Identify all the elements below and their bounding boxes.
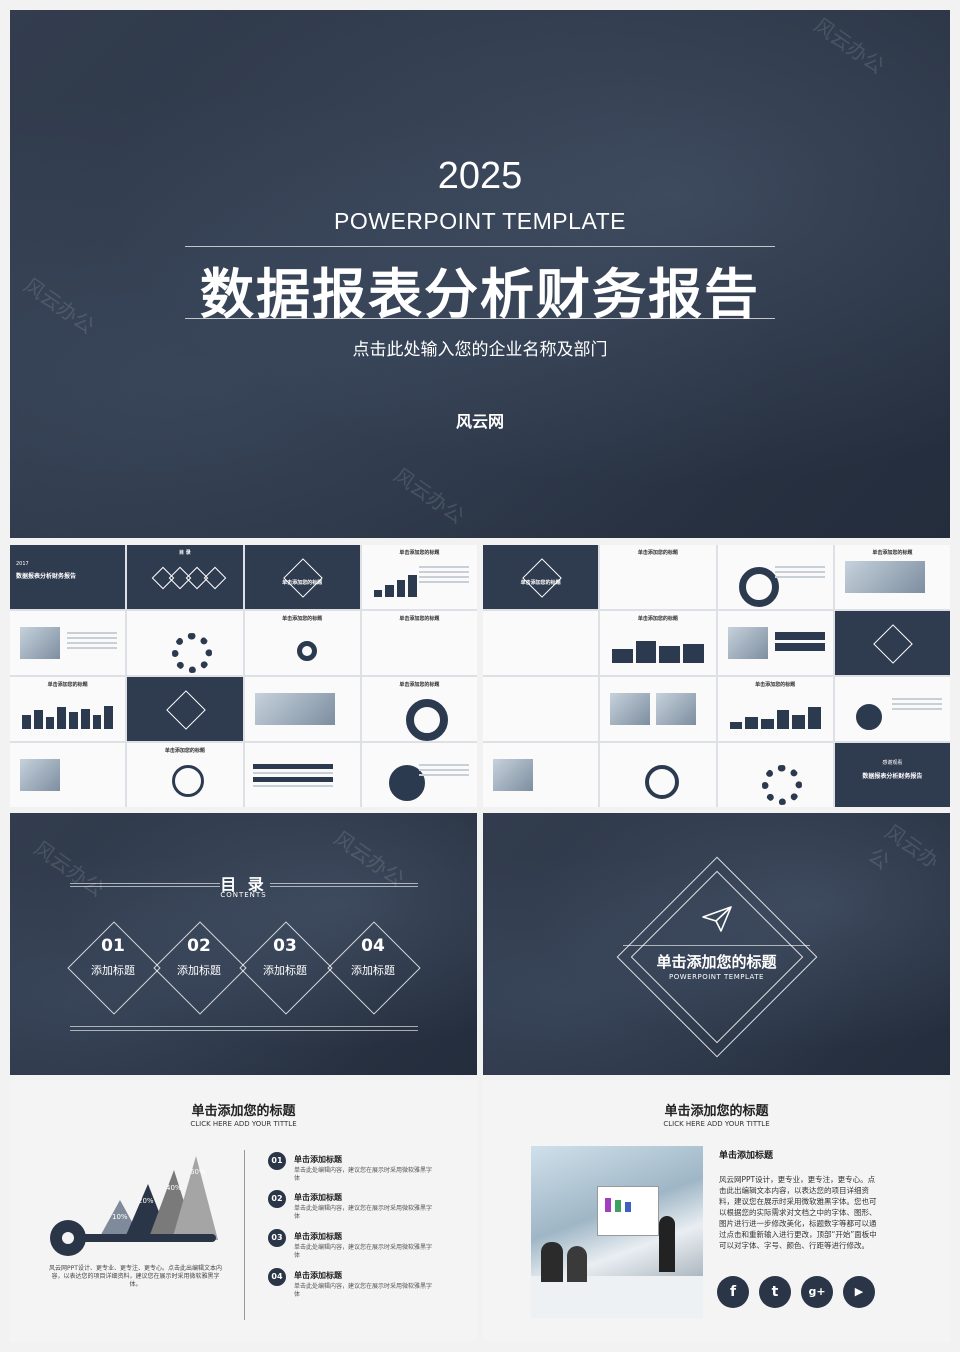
toc-number: 04 — [361, 936, 385, 956]
thumb-bubbles[interactable] — [834, 677, 950, 741]
toc-number: 02 — [187, 936, 211, 956]
thumb-photo[interactable] — [10, 611, 126, 675]
key-peaks-graphic — [50, 1156, 218, 1256]
content-body: 风云网PPT设计，更专业，更专注，更专心。点击此出编辑文本内容，以表达您的项目详… — [719, 1175, 877, 1250]
thumb-cycle[interactable]: 单击添加您的标题 — [127, 743, 243, 807]
thumb-bars-2[interactable]: 单击添加您的标题 — [717, 677, 833, 741]
thumb-cycle-2[interactable] — [717, 545, 833, 609]
thumb-gears[interactable] — [127, 611, 243, 675]
section-slide: 风云办公 单击添加您的标题 POWERPOINT TEMPLATE — [483, 813, 950, 1075]
item-number: 01 — [268, 1152, 286, 1170]
toc-slide: 风云办公 风云办公 目 录 CONTENTS 01 添加标题 02 添加标题 0… — [10, 813, 477, 1075]
content-heading: 单击添加标题 — [719, 1151, 774, 1161]
google-plus-icon[interactable]: g+ — [801, 1276, 833, 1308]
thumb-section[interactable]: 单击添加您的标题 — [244, 545, 360, 609]
thumb-drops[interactable]: 单击添加您的标题 — [361, 611, 477, 675]
item-title: 单击添加标题 — [294, 1271, 342, 1280]
thumb-section[interactable]: 单击添加您的标题 — [483, 545, 599, 609]
section-subtitle: POWERPOINT TEMPLATE — [669, 973, 764, 981]
thumb-arrows[interactable] — [483, 677, 599, 741]
caption: 风云网PPT设计、更专业、更专注、更专心。点击此出编辑文本内容，以表达您的项目详… — [49, 1265, 222, 1288]
thumb-stopwatch[interactable] — [361, 743, 477, 807]
hero-title: 数据报表分析财务报告 — [200, 263, 760, 326]
divider — [185, 318, 775, 319]
item-text: 单击此处编辑内容，建议您在展示时采用微软雅黑字体 — [294, 1283, 433, 1298]
watermark: 风云办公 — [389, 462, 469, 529]
item-title: 单击添加标题 — [294, 1193, 342, 1202]
watermark: 风云办公 — [809, 12, 889, 79]
divider — [185, 246, 775, 247]
key-chart-slide: 单击添加您的标题 CLICK HERE ADD YOUR TITTLE 10% … — [10, 1080, 477, 1342]
item-text: 单击此处编辑内容，建议您在展示时采用微软雅黑字体 — [294, 1167, 433, 1182]
thumb-list[interactable] — [244, 743, 360, 807]
thumbnail-grid-left: 2017 数据报表分析财务报告 目 录 单击添加您的标题 单击添加您的标题 单击… — [10, 545, 477, 807]
hero-brand: 风云网 — [455, 412, 504, 431]
thumb-photo-tiles[interactable] — [717, 611, 833, 675]
slide-subtitle: CLICK HERE ADD YOUR TITTLE — [663, 1120, 770, 1128]
item-text: 单击此处编辑内容，建议您在展示时采用微软雅黑字体 — [294, 1244, 433, 1259]
play-icon[interactable]: ▶ — [843, 1276, 875, 1308]
item-text: 单击此处编辑内容，建议您在展示时采用微软雅黑字体 — [294, 1205, 433, 1220]
thumb-section-2[interactable] — [127, 677, 243, 741]
twitter-icon[interactable]: t — [759, 1276, 791, 1308]
hero-slide: 风云办公 风云办公 风云办公 2025 POWERPOINT TEMPLATE … — [10, 10, 950, 538]
thumb-bars[interactable]: 单击添加您的标题 — [10, 677, 126, 741]
item-title: 单击添加标题 — [294, 1155, 342, 1164]
item-title: 单击添加标题 — [294, 1232, 342, 1241]
peak-label: 60% — [190, 1168, 206, 1176]
hero-subtitle: POWERPOINT TEMPLATE — [334, 208, 626, 234]
slide-subtitle: CLICK HERE ADD YOUR TITTLE — [190, 1120, 297, 1128]
toc-title: 目 录 — [220, 875, 267, 894]
item-number: 04 — [268, 1268, 286, 1286]
item-number: 02 — [268, 1190, 286, 1208]
thumb-hub[interactable]: 单击添加您的标题 — [244, 611, 360, 675]
thumb-triangle[interactable] — [600, 743, 716, 807]
thumb-photos[interactable] — [600, 677, 716, 741]
thumb-team[interactable]: 单击添加您的标题 — [834, 545, 950, 609]
meeting-photo — [531, 1146, 703, 1318]
thumb-end[interactable]: 感谢观看 数据报表分析财务报告 — [834, 743, 950, 807]
toc-label: 添加标题 — [263, 964, 307, 977]
toc-number: 01 — [101, 936, 125, 956]
toc-label: 添加标题 — [91, 964, 135, 977]
thumb-photo-2[interactable] — [244, 677, 360, 741]
peak-label: 10% — [112, 1213, 128, 1221]
thumb-gear-2[interactable] — [717, 743, 833, 807]
thumb-ring[interactable]: 单击添加您的标题 — [361, 677, 477, 741]
thumbnail-grid-right: 单击添加您的标题 单击添加您的标题 单击添加您的标题 单击添加您的标题 单击添加… — [483, 545, 950, 807]
thumb-toc[interactable]: 目 录 — [127, 545, 243, 609]
slide-title: 单击添加您的标题 — [664, 1104, 769, 1119]
thumb-pins[interactable] — [483, 611, 599, 675]
thumb-key[interactable]: 单击添加您的标题 — [361, 545, 477, 609]
section-title: 单击添加您的标题 — [656, 953, 777, 971]
hero-tagline: 点击此处输入您的企业名称及部门 — [352, 340, 608, 360]
thumb-pills[interactable]: 单击添加您的标题 — [600, 545, 716, 609]
thumb-cover[interactable]: 2017 数据报表分析财务报告 — [10, 545, 126, 609]
peak-label: 20% — [138, 1197, 154, 1205]
divider — [244, 1150, 245, 1320]
toc-subtitle: CONTENTS — [220, 891, 267, 899]
photo-text-slide: 单击添加您的标题 CLICK HERE ADD YOUR TITTLE 单击添加… — [483, 1080, 950, 1342]
thumb-mountains[interactable]: 单击添加您的标题 — [600, 611, 716, 675]
toc-label: 添加标题 — [351, 964, 395, 977]
watermark: 风云办公 — [863, 819, 944, 875]
thumb-section-3[interactable] — [834, 611, 950, 675]
hero-year: 2025 — [437, 155, 523, 197]
paper-plane-icon — [702, 906, 732, 932]
slide-title: 单击添加您的标题 — [191, 1104, 296, 1119]
facebook-icon[interactable]: f — [717, 1276, 749, 1308]
peak-label: 40% — [166, 1184, 182, 1192]
thumb-laptop[interactable] — [10, 743, 126, 807]
toc-label: 添加标题 — [177, 964, 221, 977]
toc-number: 03 — [273, 936, 297, 956]
thumb-meeting[interactable] — [483, 743, 599, 807]
item-number: 03 — [268, 1229, 286, 1247]
